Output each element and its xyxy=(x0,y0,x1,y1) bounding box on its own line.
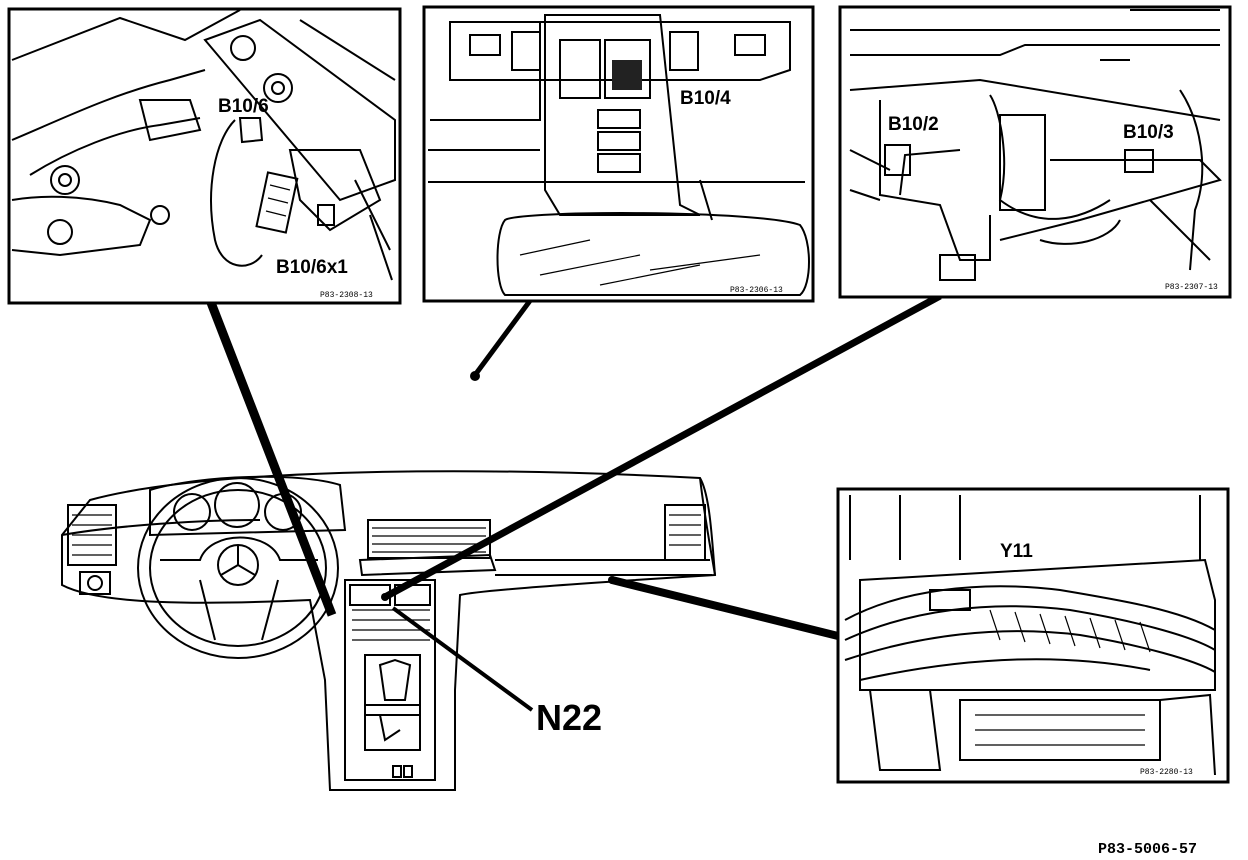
leader-n22 xyxy=(391,606,534,712)
leader-steering-column xyxy=(205,298,337,617)
leader-heater-box-dot xyxy=(381,593,389,601)
dashboard-top-outline xyxy=(61,470,717,791)
heater-box-illustration xyxy=(849,9,1222,281)
steering-column-illustration xyxy=(11,9,396,281)
panel-heater-box-ref: P83-2307-13 xyxy=(1165,283,1218,292)
figure-reference: P83-5006-57 xyxy=(1098,841,1197,858)
label-y11: Y11 xyxy=(1000,541,1033,562)
dashboard-overview xyxy=(61,470,717,791)
leader-heater-box xyxy=(383,292,942,601)
steering-wheel xyxy=(137,477,339,659)
panel-heater-box-frame xyxy=(838,5,1232,299)
leader-lines xyxy=(205,292,942,712)
overhead-switch-b10-4 xyxy=(612,60,642,90)
panel-overhead-console-ref: P83-2306-13 xyxy=(730,286,783,295)
panel-steering-column-ref: P83-2308-13 xyxy=(320,291,373,300)
leader-glovebox-dot xyxy=(608,576,616,584)
panel-steering-column-frame xyxy=(7,7,402,305)
leader-overhead-console-dot xyxy=(470,371,480,381)
label-b10-3: B10/3 xyxy=(1123,122,1174,143)
panel-overhead-console: B10/4 P83-2306-13 xyxy=(422,5,815,303)
label-b10-4: B10/4 xyxy=(680,88,731,109)
label-n22: N22 xyxy=(536,697,602,738)
label-b10-6: B10/6 xyxy=(218,96,269,117)
label-b10-2: B10/2 xyxy=(888,114,939,135)
panel-glovebox-unit-frame xyxy=(836,487,1230,784)
panel-steering-column: B10/6 B10/6x1 P83-2308-13 xyxy=(7,7,402,305)
overhead-console-illustration xyxy=(428,14,810,296)
label-b10-6x1: B10/6x1 xyxy=(276,257,348,278)
glovebox-unit-illustration xyxy=(844,495,1216,776)
panel-heater-box: B10/2 B10/3 P83-2307-13 xyxy=(838,5,1232,299)
panel-glovebox-unit-ref: P83-2280-13 xyxy=(1140,768,1193,777)
panel-glovebox-unit: Y11 P83-2280-13 xyxy=(836,487,1230,784)
leader-glovebox-unit xyxy=(611,576,839,640)
leader-overhead-console xyxy=(472,296,535,377)
